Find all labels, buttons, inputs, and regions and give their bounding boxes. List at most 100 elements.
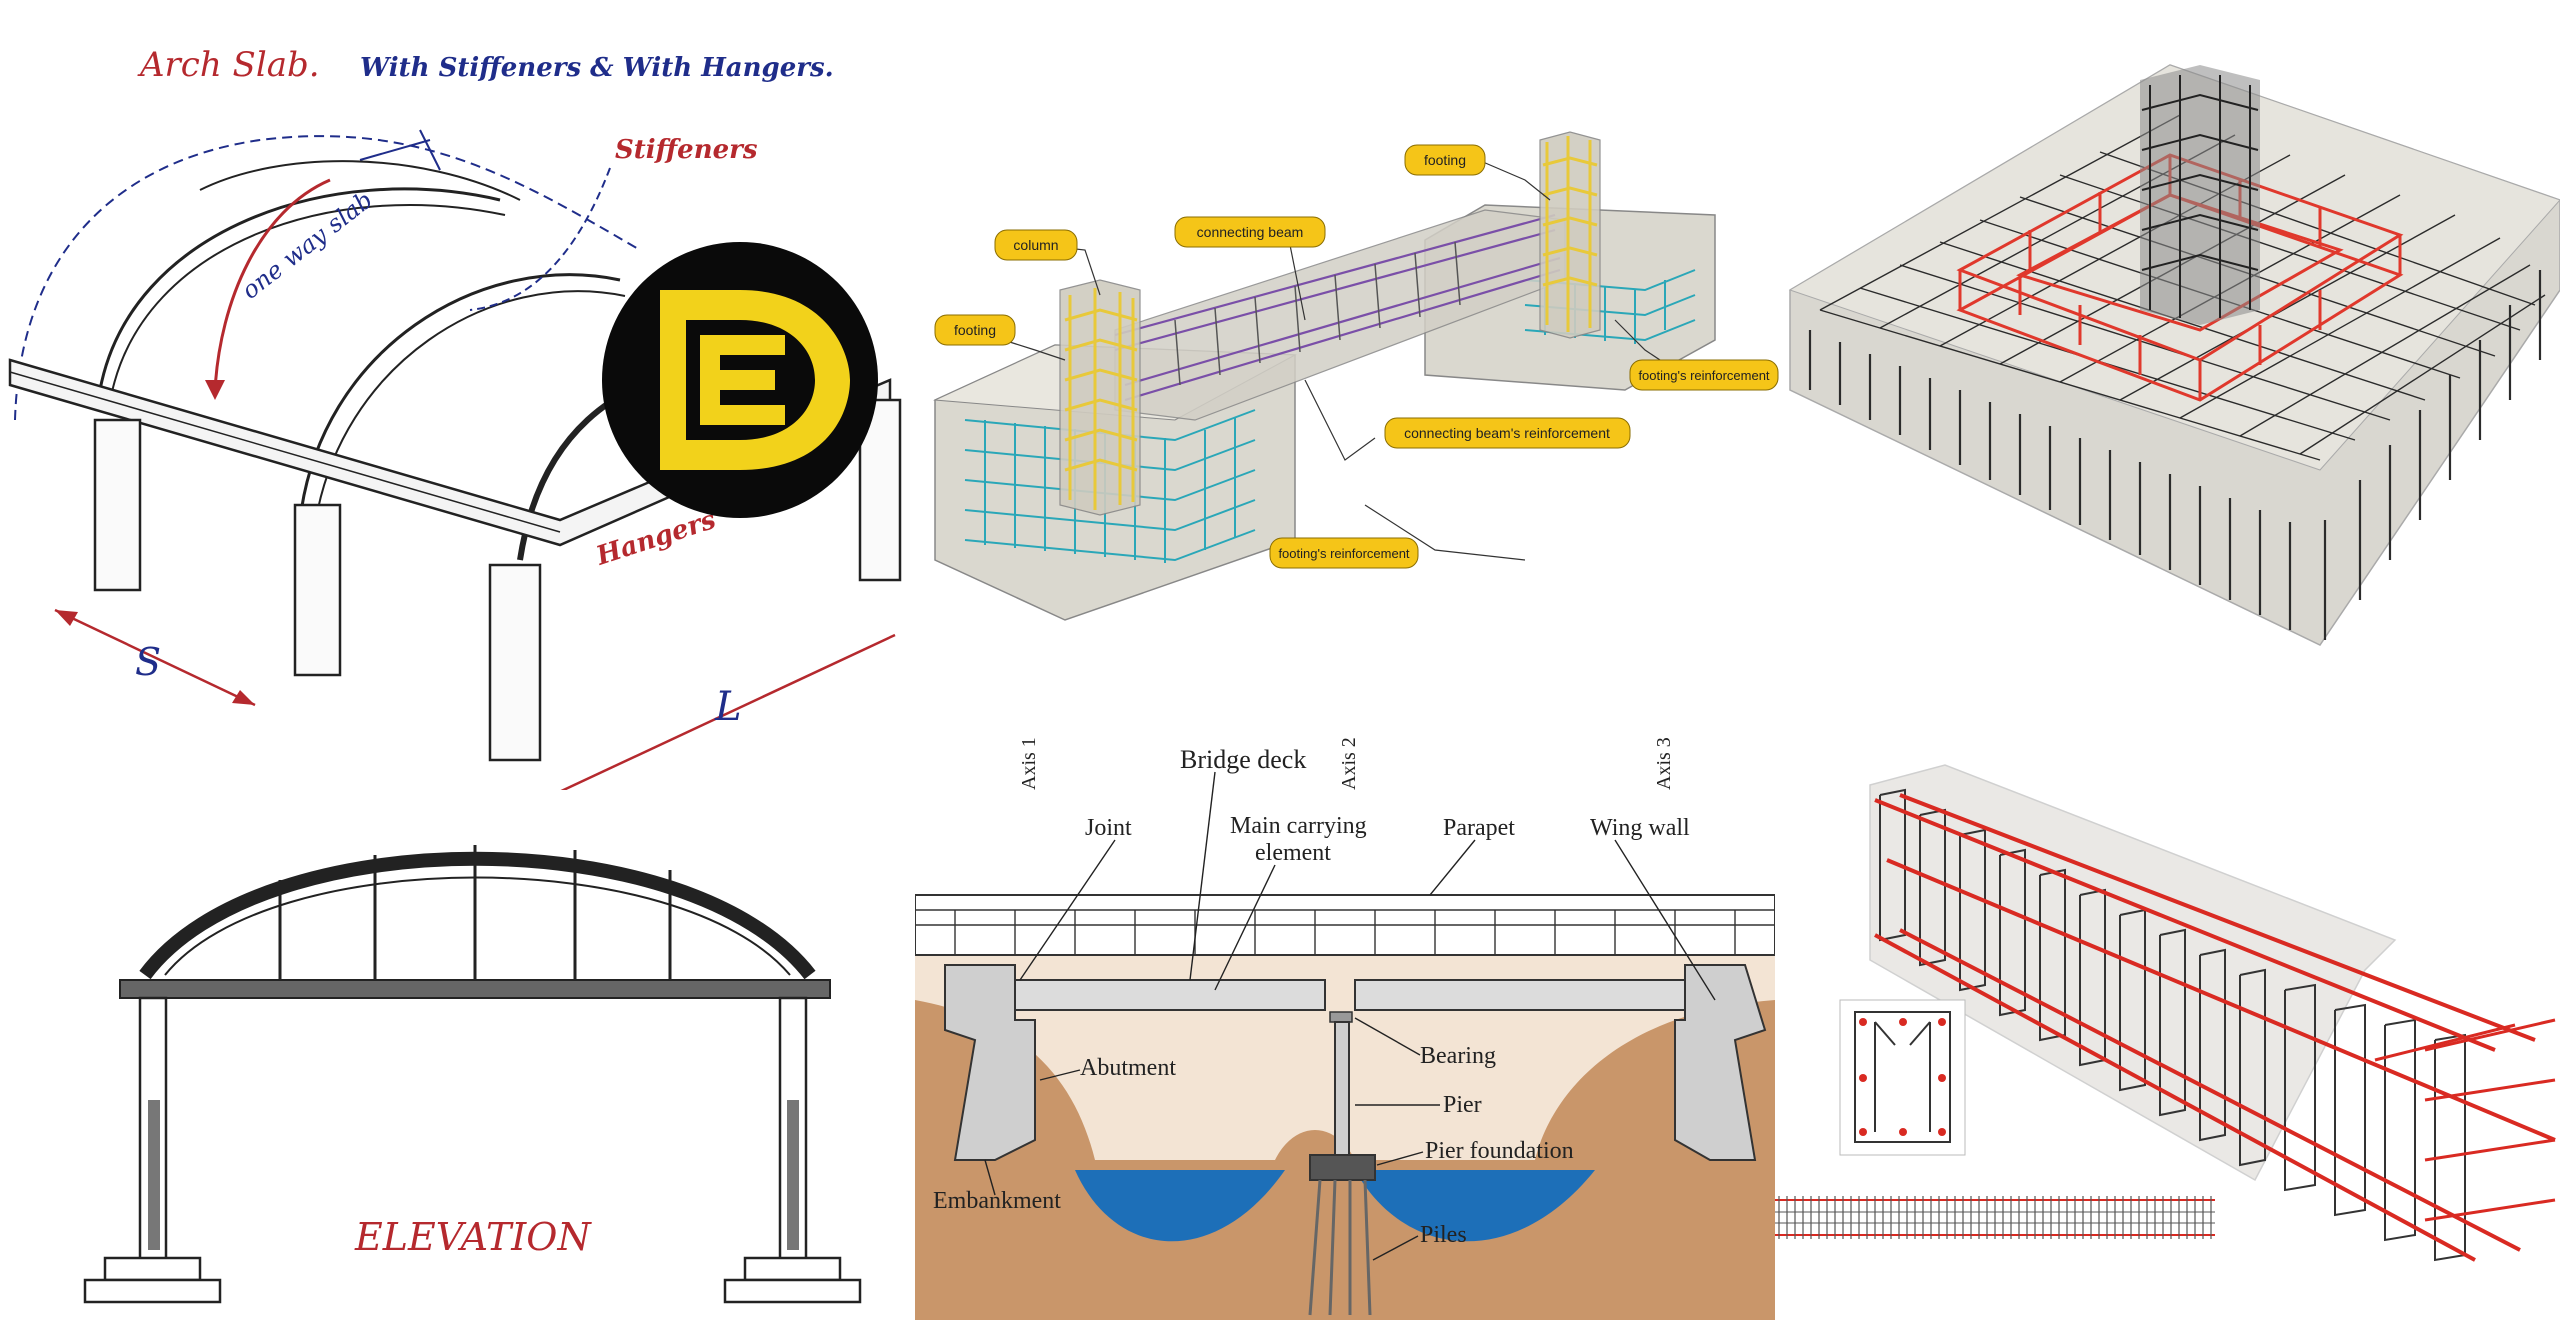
bridge-leaders — [984, 771, 1716, 1261]
dim-tick — [359, 139, 431, 161]
logo-letter-d — [660, 290, 850, 470]
label-footing-left: footing — [954, 322, 996, 338]
one-way-arrow — [213, 178, 331, 391]
label-l: L — [714, 684, 742, 730]
label-pier: Pier — [1443, 1092, 1482, 1118]
elevation-drawing: ELEVATION — [83, 845, 862, 1304]
mat-red-cage — [1956, 153, 2404, 402]
callout-column: column — [994, 229, 1078, 261]
mat-foundation-panel — [1780, 60, 2560, 650]
dim-tick-2 — [419, 129, 441, 171]
label-bearing: Bearing — [1420, 1043, 1496, 1069]
label-wing-wall: Wing wall — [1590, 815, 1690, 841]
bridge-pier — [1334, 1021, 1350, 1163]
label-elevation: ELEVATION — [354, 1215, 592, 1259]
callout-connecting-beam: connecting beam — [1174, 216, 1326, 248]
callout-connecting-beam-reinf: connecting beam's reinforcement — [1384, 417, 1631, 449]
label-connecting-beam: connecting beam — [1197, 224, 1304, 240]
arch-title-part1: Arch Slab. — [137, 45, 320, 85]
connecting-beam-stirrups — [1174, 241, 1461, 386]
bridge-panel: Axis 1 Axis 2 Axis 3 Bridge deck Joint M… — [915, 700, 1775, 1320]
mat-column — [2140, 65, 2260, 325]
elevation-hangers — [278, 845, 672, 985]
stiffeners-leader — [469, 167, 611, 311]
label-s: S — [135, 640, 161, 684]
label-pier-foundation: Pier foundation — [1425, 1138, 1574, 1164]
label-embankment: Embankment — [933, 1188, 1061, 1214]
label-axis1: Axis 1 — [1018, 737, 1040, 790]
column-left-block — [1059, 279, 1141, 516]
bridge-abutment-right — [1674, 964, 1767, 1161]
label-piles: Piles — [1420, 1222, 1467, 1248]
logo — [600, 240, 880, 520]
bridge-pier-foundation — [1309, 1154, 1376, 1181]
one-way-arrowhead — [205, 380, 225, 400]
footing-panel: column footing connecting beam footing c… — [925, 120, 1785, 640]
elevation-footing-left — [103, 1256, 202, 1282]
elevation-footing-right — [743, 1256, 842, 1282]
label-joint: Joint — [1085, 815, 1132, 841]
bridge-abutment-left — [944, 964, 1036, 1161]
label-bridge-deck: Bridge deck — [1180, 745, 1306, 774]
arch-curve-2b — [314, 290, 626, 526]
bridge-piles — [1308, 1179, 1372, 1316]
elevation-column-left-core — [148, 1100, 160, 1250]
label-axis2: Axis 2 — [1338, 737, 1360, 790]
logo-letter-d-stem — [660, 290, 686, 470]
beam-concrete-box — [1869, 764, 2397, 1182]
label-column: column — [1013, 237, 1058, 253]
logo-mark — [602, 242, 878, 518]
arch-slab-drawing: Arch Slab. With Stiffeners & With Hanger… — [8, 45, 902, 790]
bridge-parapet-posts — [915, 909, 1775, 955]
beam-cage-drawing — [1775, 764, 2556, 1262]
logo-letter-e-top — [700, 335, 785, 355]
beam-elevation-strip-ticks — [1778, 1196, 2212, 1239]
mat-column-rebar — [2141, 75, 2259, 318]
arch-curve-1 — [98, 187, 501, 391]
bridge-drawing: Axis 1 Axis 2 Axis 3 Bridge deck Joint M… — [915, 737, 1775, 1320]
logo-letter-e-bottom — [700, 405, 785, 425]
callout-footing-reinf-right: footing's reinforcement — [1629, 359, 1779, 391]
elevation-footing-right-base — [723, 1278, 862, 1304]
mat-perimeter-bars — [1808, 270, 2542, 640]
label-footing-top: footing — [1424, 152, 1466, 168]
arch-top-ridge — [199, 160, 521, 201]
label-main-carrying: Main carrying — [1230, 813, 1367, 839]
elevation-panel: ELEVATION — [0, 800, 900, 1320]
callout-footing-top: footing — [1404, 144, 1486, 176]
label-connecting-beam-reinf: connecting beam's reinforcement — [1404, 425, 1610, 441]
label-stiffeners: Stiffeners — [615, 135, 758, 165]
label-element: element — [1255, 840, 1331, 866]
column-right-block — [1539, 131, 1601, 339]
arch-slab-panel: Arch Slab. With Stiffeners & With Hanger… — [0, 0, 910, 790]
column-right-rebar — [1542, 136, 1598, 332]
footing-drawing: column footing connecting beam footing c… — [933, 131, 1779, 621]
mat-foundation-drawing — [1788, 64, 2560, 646]
label-parapet: Parapet — [1443, 815, 1515, 841]
beam-section-detail — [1839, 999, 1966, 1156]
dim-s-line — [54, 608, 256, 707]
callout-footing-reinf-bottom: footing's reinforcement — [1269, 537, 1419, 569]
elevation-footing-left-base — [83, 1278, 222, 1304]
bridge-bearing — [1329, 1011, 1353, 1023]
beam-cage-panel — [1775, 760, 2560, 1320]
bridge-span-left — [1014, 979, 1326, 1011]
logo-letter-e-stem — [700, 335, 720, 425]
beam-stirrups — [1879, 788, 2466, 1262]
elevation-arch — [139, 851, 816, 980]
bridge-water-left — [1075, 1170, 1285, 1242]
bridge-span-right — [1354, 979, 1686, 1011]
connecting-beam-rebar — [1114, 213, 1561, 402]
label-abutment: Abutment — [1080, 1055, 1176, 1081]
bridge-water-right — [1355, 1170, 1595, 1242]
column-front — [488, 563, 542, 762]
elevation-column-right-core — [787, 1100, 799, 1250]
callout-footing-left: footing — [934, 314, 1016, 346]
column-back-left — [93, 418, 142, 592]
elevation-beam — [119, 979, 831, 999]
label-footing-reinf-right: footing's reinforcement — [1638, 368, 1769, 383]
column-left-rebar — [1064, 288, 1138, 510]
beam-end-bars — [2374, 1018, 2556, 1222]
dim-s-arrow-a — [55, 610, 78, 626]
dim-l-line — [560, 633, 896, 790]
